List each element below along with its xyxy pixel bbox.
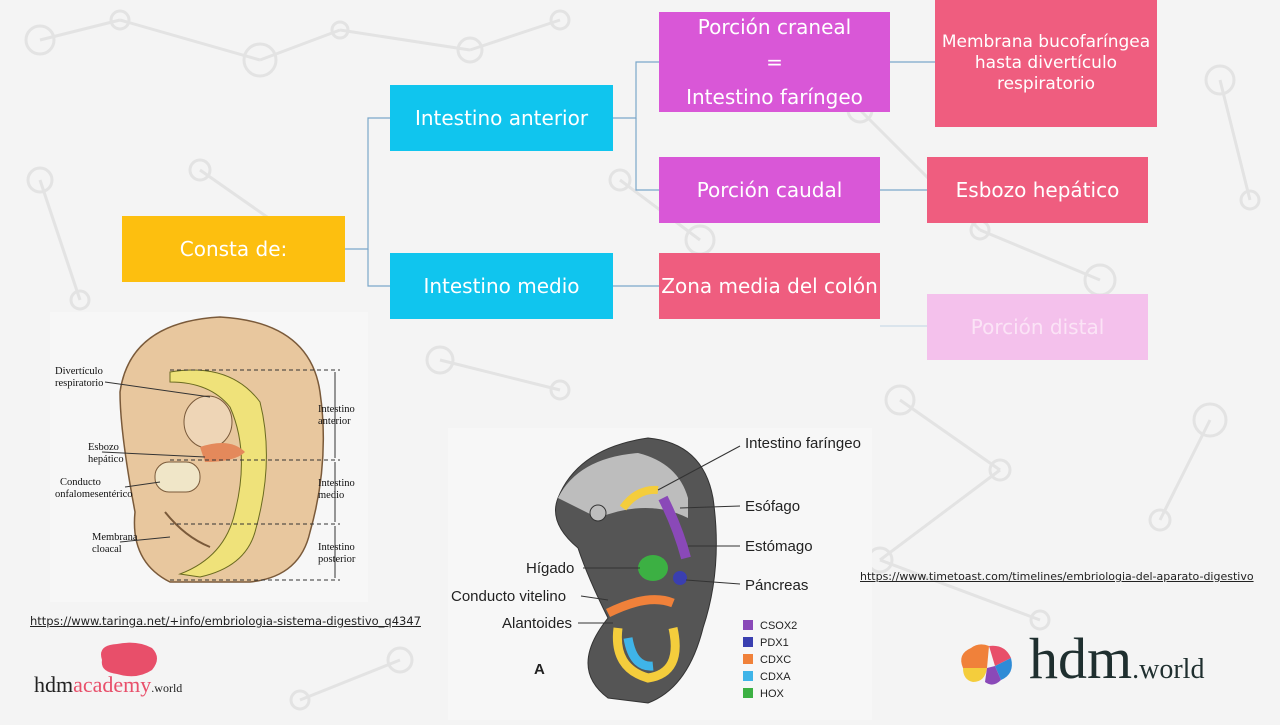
legend-label-cdxa: CDXA [760, 671, 791, 683]
legend-swatch-cdxc [743, 654, 753, 664]
legend-label-pdx1: PDX1 [760, 637, 789, 649]
academy-suffix: .world [151, 681, 183, 695]
root-node: Consta de: [122, 216, 345, 282]
node-esbozo-hepatico: Esbozo hepático [927, 157, 1148, 223]
academy-logo-blob-icon [101, 642, 157, 677]
legend-label-hox: HOX [760, 688, 785, 700]
source-link-timetoast[interactable]: https://www.timetoast.com/timelines/embr… [860, 570, 1254, 583]
label-intestino-1: Intestino [318, 404, 355, 415]
label-esofago: Esófago [745, 498, 800, 515]
node-porcion-caudal: Porción caudal [659, 157, 880, 223]
label-intestino-3: Intestino [318, 542, 355, 553]
node-membrana-bucofaringea-label: Membrana bucofaríngea hasta divertículo … [941, 31, 1151, 95]
label-anterior: anterior [318, 416, 351, 427]
legend-swatch-hox [743, 688, 753, 698]
label-intestino-faringeo: Intestino faríngeo [745, 435, 861, 452]
legend-swatch-pdx1 [743, 637, 753, 647]
node-porcion-caudal-label: Porción caudal [696, 177, 843, 202]
academy-word: academy [73, 672, 152, 697]
embryo-illustration-left: Divertículo respiratorio Esbozo hepático… [55, 316, 356, 583]
embryo-illustration-right: Intestino faríngeo Esófago Estómago Pánc… [451, 435, 861, 704]
node-intestino-anterior: Intestino anterior [390, 85, 613, 151]
world-main: hdm [1029, 626, 1133, 691]
node-zona-media-colon-label: Zona media del colón [661, 273, 878, 298]
hdm-academy-logo[interactable]: hdmacademy.world [34, 640, 224, 702]
hdm-world-logo[interactable]: hdm.world [955, 630, 1265, 706]
brain-logo-icon [961, 644, 1012, 685]
node-zona-media-colon: Zona media del colón [659, 253, 880, 319]
label-estomago: Estómago [745, 538, 813, 555]
node-porcion-distal: Porción distal [927, 294, 1148, 360]
node-intestino-anterior-label: Intestino anterior [414, 105, 589, 130]
node-porcion-craneal-subtitle: Intestino faríngeo [686, 84, 863, 109]
gene-legend: CSOX2 PDX1 CDXC CDXA HOX [743, 620, 797, 700]
source-link-taringa[interactable]: https://www.taringa.net/+info/embriologi… [30, 614, 421, 628]
embryo-figure-left: Divertículo respiratorio Esbozo hepático… [50, 312, 368, 602]
label-diverticulo: Divertículo [55, 366, 103, 377]
node-porcion-craneal: Porción craneal = Intestino faríngeo [659, 12, 890, 112]
node-membrana-bucofaringea: Membrana bucofaríngea hasta divertículo … [935, 0, 1157, 127]
node-intestino-medio-label: Intestino medio [423, 273, 580, 298]
label-esbozo: Esbozo [88, 442, 119, 453]
label-higado: Hígado [526, 560, 574, 577]
legend-swatch-csox2 [743, 620, 753, 630]
label-hepatico: hepático [88, 454, 124, 465]
label-membrana: Membrana [92, 532, 138, 543]
label-intestino-2: Intestino [318, 478, 355, 489]
root-node-label: Consta de: [179, 236, 288, 261]
label-posterior: posterior [318, 554, 356, 565]
embryo-figure-right: Intestino faríngeo Esófago Estómago Pánc… [448, 428, 872, 720]
label-conducto-vitelino: Conducto vitelino [451, 588, 566, 605]
node-porcion-craneal-title: Porción craneal [697, 14, 852, 39]
label-onfalomesenterico: onfalomesentérico [55, 489, 133, 500]
label-medio: medio [318, 490, 344, 501]
node-esbozo-hepatico-label: Esbozo hepático [955, 177, 1120, 202]
label-pancreas: Páncreas [745, 577, 808, 594]
label-respiratorio: respiratorio [55, 378, 103, 389]
node-intestino-medio: Intestino medio [390, 253, 613, 319]
world-suffix: .world [1132, 654, 1205, 685]
legend-swatch-cdxa [743, 671, 753, 681]
legend-label-csox2: CSOX2 [760, 620, 797, 632]
node-porcion-craneal-equals: = [766, 49, 783, 74]
label-alantoides: Alantoides [502, 615, 572, 632]
label-cloacal: cloacal [92, 544, 122, 555]
academy-prefix: hdm [34, 672, 74, 697]
label-panel-a: A [534, 661, 545, 678]
node-porcion-distal-label: Porción distal [970, 314, 1105, 339]
legend-label-cdxc: CDXC [760, 654, 791, 666]
label-conducto: Conducto [60, 477, 101, 488]
